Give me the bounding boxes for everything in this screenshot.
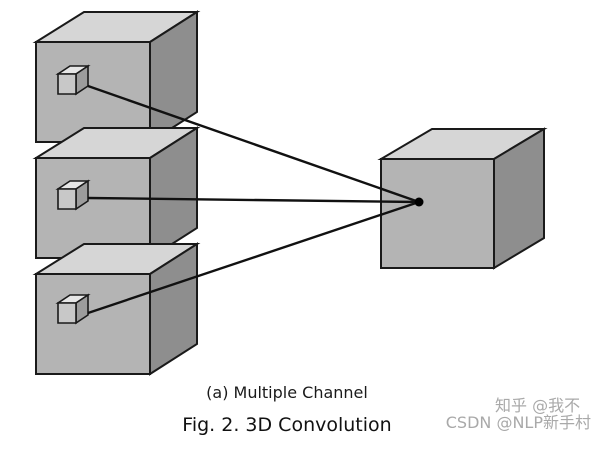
kernel-cube-1	[55, 64, 91, 96]
kernel-cube-2	[55, 179, 91, 211]
connector-line-3	[87, 200, 420, 315]
output-point	[414, 197, 424, 207]
zhihu-watermark: 知乎 @我不	[495, 396, 580, 415]
connector-line-2	[87, 196, 420, 204]
input-channel-cube-3	[32, 242, 201, 376]
csdn-watermark: CSDN @NLP新手村	[446, 413, 591, 432]
figure-caption: Fig. 2. 3D Convolution	[182, 414, 391, 436]
connector-line-1	[87, 84, 420, 204]
subfigure-caption: (a) Multiple Channel	[206, 383, 368, 402]
output-cube	[377, 127, 548, 270]
input-channel-cube-2	[32, 126, 201, 260]
input-channel-cube-1	[32, 10, 201, 144]
kernel-cube-3	[55, 293, 91, 325]
